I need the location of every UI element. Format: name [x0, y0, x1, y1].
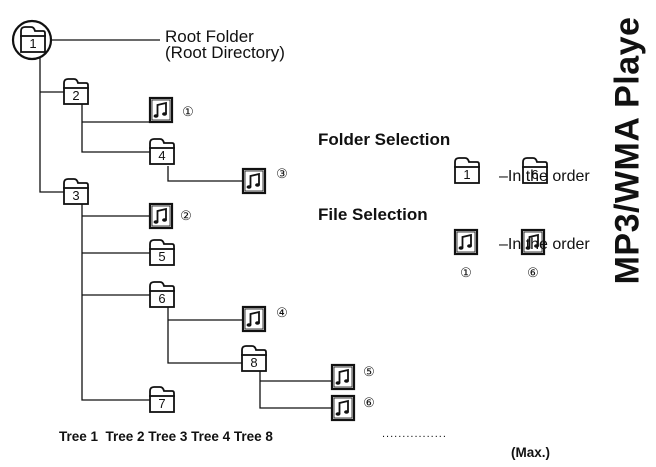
music-note-icon [241, 305, 267, 333]
music-file-3: ③ [241, 166, 288, 195]
folder-selection-text: –In the order [499, 168, 590, 185]
music-file-5: ⑤ [330, 363, 375, 391]
root-folder: 1 [11, 19, 53, 61]
root-directory-label: (Root Directory) [165, 43, 285, 62]
file-selection-text: –In the order [499, 236, 590, 253]
folder-4: 4 [149, 138, 175, 165]
max-dots: ................ [382, 428, 447, 440]
side-title-text: MP3/WMA Playe [608, 16, 647, 284]
legend-folder-last: 6 [522, 157, 548, 184]
folder-2: 2 [63, 78, 89, 105]
music-note-icon [330, 363, 356, 391]
music-note-icon [453, 228, 479, 256]
side-title: MP3/WMA Playe [600, 0, 656, 300]
folder-5: 5 [149, 239, 175, 266]
folder-number-2: 2 [72, 88, 79, 103]
music-file-6: ⑥ [330, 394, 375, 422]
legend-file-marker-first: ① [460, 265, 472, 280]
tree-labels: Tree 1 Tree 2 Tree 3 Tree 4 Tree 8 [59, 429, 273, 444]
folder-6: 6 [149, 281, 175, 308]
folder-number-7: 7 [158, 396, 165, 411]
folder-7: 7 [149, 386, 175, 413]
folder-number-3: 3 [72, 188, 79, 203]
legend-folder-number-first: 1 [463, 167, 470, 182]
max-label: (Max.) [511, 445, 550, 460]
music-file-4: ④ [241, 305, 288, 333]
file-marker-6: ⑥ [363, 395, 375, 410]
file-marker-1: ① [182, 104, 194, 119]
music-note-icon [330, 394, 356, 422]
root-folder-label: Root Folder [165, 27, 254, 46]
file-marker-3: ③ [276, 166, 288, 181]
music-note-icon [148, 96, 174, 124]
folder-number-4: 4 [158, 148, 165, 163]
file-marker-2: ② [180, 208, 192, 223]
legend-file-marker-last: ⑥ [527, 265, 539, 280]
tree-connector-lines [39, 39, 332, 409]
music-note-icon [241, 167, 267, 195]
folder-number-6: 6 [158, 291, 165, 306]
file-selection-heading: File Selection [318, 205, 428, 224]
music-file-1: ① [148, 96, 194, 124]
legend-folder-number-last: 6 [531, 167, 538, 182]
folder-8: 8 [241, 345, 267, 372]
folder-number-8: 8 [250, 355, 257, 370]
folder-number-1: 1 [29, 36, 36, 51]
music-file-2: ② [148, 202, 192, 230]
folder-3: 3 [63, 178, 89, 205]
legend-file-first [453, 228, 479, 256]
file-marker-4: ④ [276, 305, 288, 320]
folder-selection-heading: Folder Selection [318, 130, 450, 149]
file-marker-5: ⑤ [363, 364, 375, 379]
music-note-icon [148, 202, 174, 230]
legend-folder-first: 1 [454, 157, 480, 184]
folder-number-5: 5 [158, 249, 165, 264]
